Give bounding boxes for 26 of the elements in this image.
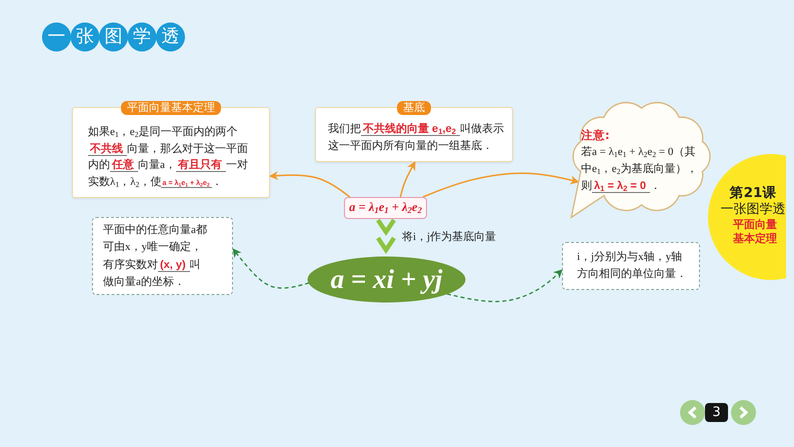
lesson-title: 一张图学透 [720, 202, 786, 218]
note-heading: 注意: [581, 128, 610, 143]
note-text: 平面中的任意向量a都可由x，y唯一确定，有序实数对(x, y)叫做向量a的坐标． [103, 223, 208, 290]
note-text: 我们把不共线的向量 e$_{1}$,e$_{2}$叫做表示这一平面内所有向量的一组基底． [328, 122, 505, 154]
formula-text: a = xi + yj [330, 264, 442, 294]
note-box [92, 217, 233, 295]
arrow [422, 172, 580, 198]
lesson-number: 第21课 [728, 185, 778, 201]
lesson-badge [708, 154, 786, 280]
page-number: 3 [705, 402, 728, 422]
heading-tab: 平面向量基本定理 [121, 101, 221, 115]
note-box [562, 242, 700, 290]
formula-box [344, 197, 427, 219]
topic-title: 平面向量基本定理 [732, 218, 778, 246]
dashed-arrow [232, 248, 310, 289]
formula-ellipse [307, 256, 466, 303]
note-text: 若a = λ$_{1}$e$_{1}$ + λ$_{2}$e$_{2}$ = 0（其中e$_{1}$，e$_{2}$为基底向量），则λ$_{1}$ = λ$_{2}$ = 0． [581, 145, 698, 195]
double-chevron-arrow [376, 218, 396, 254]
heading-tab: 基底 [397, 101, 431, 115]
page-title: 一张图学透 [42, 22, 186, 52]
formula-text: a = λ$_{1}$e$_{1}$ + λ$_{2}$e$_{2}$ [349, 201, 422, 215]
edge-label: 将i，j作为基底向量 [400, 228, 498, 246]
arrow [400, 161, 416, 198]
arrow [269, 171, 350, 198]
note-text: i，j分别为与x轴，y轴方向相同的单位向量． [577, 250, 688, 282]
dashed-arrow [446, 269, 563, 302]
